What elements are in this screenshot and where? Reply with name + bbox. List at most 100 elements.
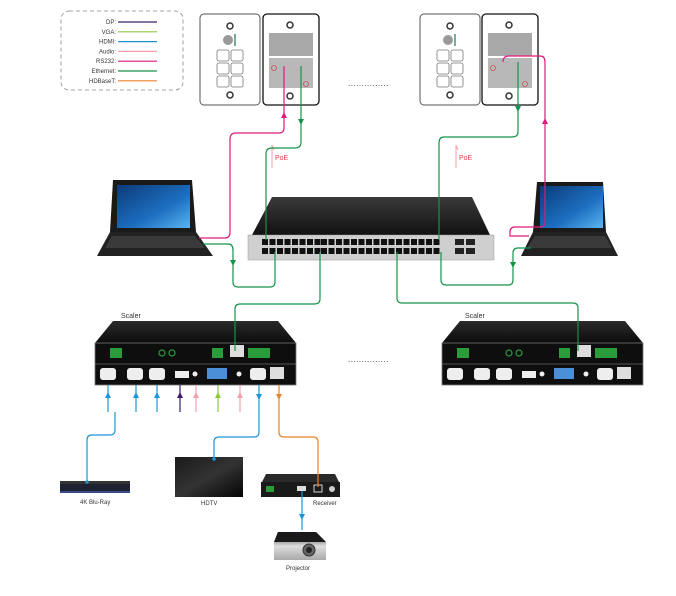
arrow-up-icon [193, 392, 199, 398]
legend-item: DP: [106, 20, 157, 26]
arrow-up-icon [237, 392, 243, 398]
ethernet-cable-laptop-right [440, 247, 531, 286]
sfp-port [466, 248, 475, 254]
scaler-input-cable [215, 385, 221, 412]
switch-port [328, 239, 335, 245]
switch-port [262, 239, 268, 245]
switch-port [351, 239, 357, 245]
sfp-port [455, 239, 464, 245]
arrow-down-icon [256, 394, 262, 400]
scaler-input-cable [105, 385, 111, 412]
switch-port [426, 248, 432, 254]
switch-port [277, 239, 283, 245]
arrow-down-icon [510, 262, 516, 268]
arrow-up-icon [105, 392, 111, 398]
switch-port [269, 239, 276, 245]
legend-label: HDBaseT: [89, 79, 116, 85]
wall-plate-keypad-right [419, 13, 481, 106]
wall-plate-rear-right [481, 13, 539, 106]
arrow-down-icon [298, 119, 304, 125]
scaler-right-label: Scaler [465, 313, 486, 320]
switch-port [396, 248, 402, 254]
scaler-input-cable [177, 385, 183, 412]
legend-item: HDBaseT: [89, 79, 157, 85]
switch-port [373, 248, 380, 254]
hdbaset-cable-receiver [276, 385, 319, 487]
legend-item: RS232: [96, 59, 157, 65]
switch-port [284, 248, 291, 254]
legend-label: DP: [106, 20, 116, 26]
switch-port [321, 248, 327, 254]
scaler-input-cable [154, 385, 160, 412]
switch-port [262, 248, 268, 254]
switch-port [358, 248, 365, 254]
legend: DP: VGA: HDMI: Audio: RS232: Ethernet: HDBaseT… [60, 10, 184, 91]
switch-port [426, 239, 432, 245]
wall-plate-keypad-left [199, 13, 261, 106]
projector [274, 532, 326, 560]
arrow-up-icon [281, 112, 287, 118]
hdtv [175, 457, 243, 497]
bluray-label: 4K Blu-Ray [80, 500, 110, 506]
ethernet-cable-scaler-left [234, 252, 321, 351]
switch-port [328, 248, 335, 254]
switch-port [292, 248, 298, 254]
switch-port [343, 248, 350, 254]
switch-port [403, 248, 410, 254]
switch-port [321, 239, 327, 245]
switch-port [433, 248, 440, 254]
switch-port [277, 248, 283, 254]
switch-port [307, 248, 313, 254]
switch-port [366, 239, 372, 245]
arrow-up-icon [177, 392, 183, 398]
cables [85, 55, 579, 530]
switch-port [373, 239, 380, 245]
ellipsis-bottom: ............... [348, 355, 389, 364]
switch-port [396, 239, 402, 245]
switch-port [388, 239, 395, 245]
legend-item: HDMI: [99, 40, 157, 46]
hdtv-label: HDTV [201, 501, 217, 507]
legend-label: Audio: [99, 49, 116, 55]
switch-port [299, 239, 306, 245]
switch-port [433, 239, 440, 245]
arrow-down-icon [299, 514, 305, 520]
switch-port [314, 248, 321, 254]
sfp-port [455, 248, 464, 254]
switch-port [411, 239, 417, 245]
ethernet-cable-wallplate-right [438, 62, 521, 240]
poe-label-right: PoE [459, 155, 473, 162]
scaler-input-cable [133, 385, 139, 412]
legend-item: Audio: [99, 49, 157, 55]
projector-label: Projector [286, 566, 310, 572]
scaler-input-cable [193, 385, 199, 412]
switch-port [292, 239, 298, 245]
switch-port [411, 248, 417, 254]
switch-port [343, 239, 350, 245]
arrow-up-icon [154, 392, 160, 398]
switch-port [381, 239, 387, 245]
poe-indicator-right: PoE [455, 144, 473, 168]
legend-label: Ethernet: [92, 69, 117, 75]
scaler-left [94, 321, 297, 386]
switch-port [388, 248, 395, 254]
scaler-left-label: Scaler [121, 313, 142, 320]
switch-port [269, 248, 276, 254]
ethernet-cable-laptop-left [203, 243, 276, 288]
legend-label: VGA: [102, 30, 117, 36]
laptop-right [521, 182, 618, 256]
scaler-right [441, 321, 644, 386]
hdmi-cable-hdtv [213, 385, 262, 460]
ellipsis-top: ............... [348, 79, 389, 88]
sfp-port [466, 239, 475, 245]
ethernet-cable-wallplate-left [265, 66, 304, 240]
laptop-left [97, 180, 213, 256]
arrow-down-icon [230, 260, 236, 266]
arrow-up-icon [215, 392, 221, 398]
switch-port [299, 248, 306, 254]
switch-port [366, 248, 372, 254]
poe-label-left: PoE [275, 155, 289, 162]
switch-port [336, 248, 342, 254]
connector-dot [85, 480, 89, 484]
